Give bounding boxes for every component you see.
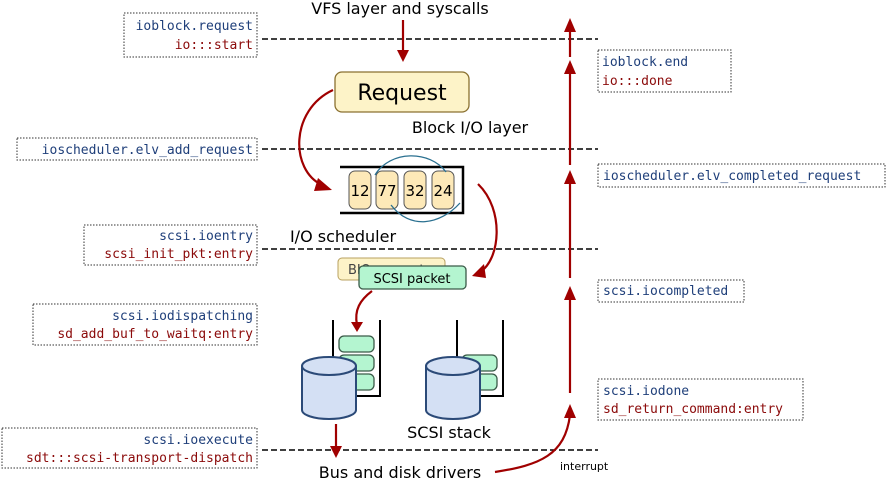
probe-name: ioblock.request — [136, 19, 253, 34]
arrowhead — [397, 50, 409, 62]
layer-drivers: Bus and disk drivers — [319, 463, 481, 480]
probe-box-scsi-iocompleted: scsi.iocompleted — [597, 279, 745, 303]
probe-function: io:::start — [175, 38, 253, 53]
arrow-interrupt — [494, 414, 572, 474]
probe-function: scsi_init_pkt:entry — [104, 247, 253, 262]
probe-name: ioscheduler.elv_completed_request — [603, 169, 861, 184]
probe-name: ioblock.end — [602, 55, 688, 70]
disk-icon — [425, 356, 481, 420]
arrow-to-packet — [477, 183, 498, 273]
layer-block: Block I/O layer — [412, 118, 529, 137]
probe-name: scsi.ioentry — [159, 229, 253, 244]
probe-box-elv-completed-request: ioscheduler.elv_completed_request — [597, 163, 886, 188]
probe-box-scsi-iodone: scsi.iodone sd_return_command:entry — [597, 378, 804, 421]
scsi-packet-box — [358, 265, 467, 290]
reorder-arc — [390, 202, 461, 223]
layer-scheduler: I/O scheduler — [290, 227, 396, 246]
arrowhead — [564, 170, 576, 184]
arrowhead — [472, 264, 486, 278]
layer-scsi: SCSI stack — [407, 423, 492, 442]
probe-box-scsi-ioentry: scsi.ioentry scsi_init_pkt:entry — [83, 224, 258, 266]
probe-box-scsi-iodispatching: scsi.iodispatching sd_add_buf_to_waitq:e… — [32, 303, 258, 346]
probe-function: sd_return_command:entry — [603, 402, 783, 417]
disk-icon — [301, 356, 357, 420]
arrowhead — [314, 178, 332, 191]
arrowhead — [564, 404, 576, 418]
arrowhead — [564, 286, 576, 300]
request-label: Request — [357, 81, 447, 106]
probe-function: io:::done — [602, 74, 673, 89]
request-box — [334, 71, 470, 113]
probe-box-ioblock-request: ioblock.request io:::start — [123, 12, 258, 58]
interrupt-label: interrupt — [560, 460, 609, 473]
queued-packet — [338, 335, 375, 353]
queue-items: 12 77 32 24 — [348, 170, 455, 210]
probe-box-elv-add-request: ioscheduler.elv_add_request — [16, 137, 258, 161]
probe-name: scsi.iodispatching — [112, 309, 253, 324]
reorder-arc — [374, 155, 447, 176]
queue-item-value: 32 — [405, 182, 424, 200]
arrow-to-disk-queue — [355, 290, 373, 326]
layer-vfs: VFS layer and syscalls — [311, 0, 489, 18]
arrowhead — [564, 60, 576, 74]
probe-name: ioscheduler.elv_add_request — [42, 143, 253, 158]
arrowhead — [564, 18, 576, 32]
probe-function: sd_add_buf_to_waitq:entry — [57, 327, 253, 342]
arrowhead — [330, 446, 342, 458]
scheduler-queue — [340, 165, 465, 215]
arrowhead — [351, 322, 363, 332]
queue-item — [403, 170, 427, 210]
queue-item-value: 77 — [377, 182, 396, 200]
queue-item-value: 24 — [433, 182, 452, 200]
probe-name: scsi.iodone — [603, 384, 689, 399]
queue-item — [375, 170, 399, 210]
probe-name: scsi.ioexecute — [143, 433, 253, 448]
probe-name: scsi.iocompleted — [603, 284, 728, 299]
queue-item-value: 12 — [350, 182, 369, 200]
scsi-packet-label: SCSI packet — [373, 272, 450, 287]
queue-item — [348, 170, 372, 210]
probe-box-ioblock-end: ioblock.end io:::done — [597, 49, 732, 93]
arrow-to-queue — [298, 89, 334, 186]
queue-item — [431, 170, 455, 210]
probe-box-scsi-ioexecute: scsi.ioexecute sdt:::scsi-transport-disp… — [1, 427, 258, 469]
probe-function: sdt:::scsi-transport-dispatch — [26, 451, 253, 466]
